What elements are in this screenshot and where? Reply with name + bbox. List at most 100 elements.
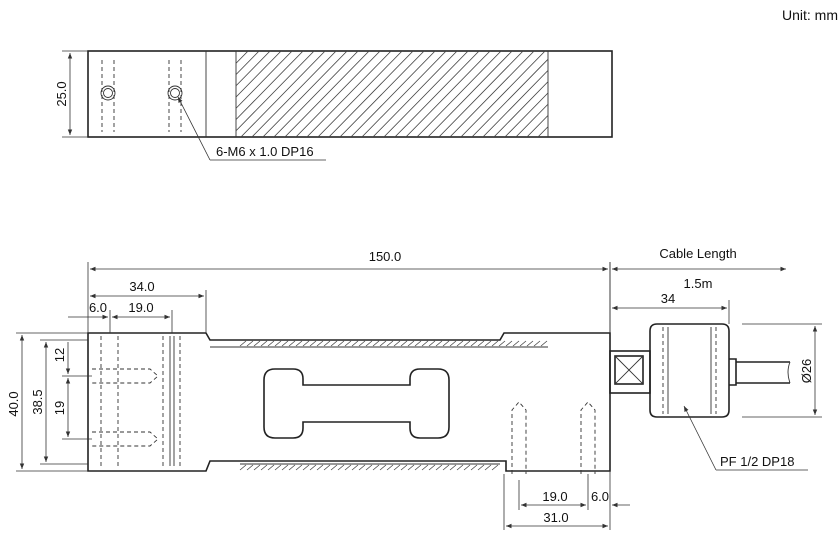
hatch-line [323, 340, 331, 347]
hatch-line [273, 51, 359, 137]
thread-callout-label: 6-M6 x 1.0 DP16 [216, 144, 314, 159]
dim-label-40: 40.0 [6, 391, 21, 416]
hatch-line [246, 464, 254, 471]
hatch-line [260, 464, 268, 471]
hatch-line [372, 51, 458, 137]
hatch-line [400, 464, 408, 471]
hatch-line [407, 464, 415, 471]
hatch-line [491, 340, 499, 347]
right-bottom-holes [511, 401, 596, 474]
hatch-line [239, 464, 247, 471]
dim-label-150: 150.0 [369, 249, 402, 264]
cable-gland [609, 323, 730, 418]
cable-length-label: Cable Length [659, 246, 736, 261]
gland-nut [649, 323, 730, 418]
side-hatch [239, 340, 548, 471]
hatch-line [519, 340, 527, 347]
dim-height-25: 25.0 [54, 50, 88, 138]
hatch-line [295, 340, 303, 347]
dim-cable: Cable Length 1.5m 34 [609, 246, 786, 333]
hatch-line [306, 51, 392, 137]
hatch-line [645, 48, 735, 140]
hatch-line [246, 340, 254, 347]
hatch-line [526, 114, 548, 137]
top-view: 25.0 6-M6 x 1.0 DP16 [54, 48, 735, 161]
hatch-line [416, 51, 502, 137]
thread-callout: 6-M6 x 1.0 DP16 [177, 96, 326, 161]
mounting-hole [100, 60, 116, 132]
dim-length-150: 150.0 [87, 249, 611, 333]
hatch-line [251, 51, 337, 137]
hatch-line [383, 51, 469, 137]
hatch-line [351, 340, 359, 347]
hatch-line [546, 48, 636, 140]
dim-label-19-vertical: 19 [52, 401, 67, 415]
hatch-line [309, 464, 317, 471]
hatch-line [372, 340, 380, 347]
bone-cutout [263, 368, 450, 439]
hatch-line [428, 464, 436, 471]
hatch-line [414, 340, 422, 347]
hatch-line [358, 464, 366, 471]
hatch-line [498, 340, 506, 347]
dim-diameter-26: Ø26 [742, 323, 822, 418]
hatch-line [405, 51, 491, 137]
dim-label-dia-26: Ø26 [799, 359, 814, 384]
hatch-line [361, 51, 447, 137]
hatch-line [456, 464, 464, 471]
hatch-line [515, 103, 548, 137]
left-vertical-holes [100, 336, 181, 466]
hatch-line [267, 464, 275, 471]
hatch-line [470, 464, 478, 471]
hatch-line [427, 51, 513, 137]
hatch-line [379, 340, 387, 347]
dim-label-6-left: 6.0 [89, 300, 107, 315]
hatch-line [365, 464, 373, 471]
hatch-line [512, 340, 520, 347]
dim-label-31: 31.0 [543, 510, 568, 525]
hatch-line [253, 340, 261, 347]
cable [729, 358, 791, 386]
hatch-line [302, 464, 310, 471]
dim-label-12: 12 [52, 348, 67, 362]
gland-callout-label: PF 1/2 DP18 [720, 454, 794, 469]
hatch-line [477, 340, 485, 347]
hatch-line [316, 464, 324, 471]
hatch-line [295, 464, 303, 471]
hatch-line [428, 340, 436, 347]
hatch-line [557, 48, 647, 140]
hatch-line [470, 340, 478, 347]
hatch-line [533, 340, 541, 347]
hatch-line [365, 340, 373, 347]
hatch-line [344, 464, 352, 471]
hatch-line [337, 340, 345, 347]
unit-label: Unit: mm [782, 7, 838, 23]
dim-vertical-12-19: 12 19 [52, 342, 92, 440]
hatch-line [393, 340, 401, 347]
hatch-line [358, 340, 366, 347]
dim-label-19-top: 19.0 [128, 300, 153, 315]
hatch-line [590, 48, 680, 140]
hatch-line [460, 51, 546, 137]
hatch-line [421, 464, 429, 471]
dim-bottom-19-6-31: 19.0 6.0 31.0 [503, 471, 630, 530]
hatch-line [317, 51, 403, 137]
dim-height-38-5: 38.5 [30, 339, 88, 465]
dim-34: 34.0 [90, 279, 207, 333]
dim-label-34-cable: 34 [661, 291, 675, 306]
hatch-line [471, 58, 548, 137]
hatch-line [284, 51, 370, 137]
hatch-line [236, 51, 260, 76]
dim-label-19-bottom: 19.0 [542, 489, 567, 504]
hatch-line [295, 51, 381, 137]
strain-gauge-hatch [236, 48, 735, 140]
top-view-outline [87, 50, 613, 138]
hatch-line [568, 48, 658, 140]
hatch-line [493, 81, 548, 137]
hatch-line [449, 340, 457, 347]
dim-label-34: 34.0 [129, 279, 154, 294]
hatch-line [262, 51, 348, 137]
hatch-line [372, 464, 380, 471]
wrench-flat [614, 355, 644, 385]
